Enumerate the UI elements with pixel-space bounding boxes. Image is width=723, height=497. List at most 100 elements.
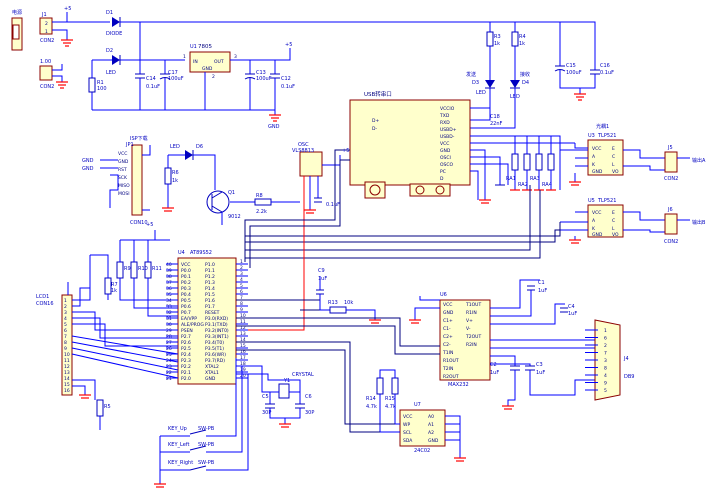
mcu-pin-number: 3 [240,271,243,277]
svg-text:100uF: 100uF [168,76,184,82]
svg-text:1: 1 [183,54,186,60]
svg-text:R14: R14 [366,396,376,402]
mcu-pin-number: 2 [240,265,243,271]
svg-text:D3: D3 [472,80,479,86]
max232-pin-label: V+ [466,318,473,324]
lcd-pin-number: 16 [64,388,70,394]
mcu-pin-label: P0.6 [181,304,191,310]
svg-text:100uF: 100uF [256,76,272,82]
mcu-pin-number: 36 [166,286,172,292]
key-right-switch: KEY_Right SW-PB [168,460,215,471]
mcu-pin-label: P3.6(WR) [205,352,226,358]
eeprom-pin-label: GND [428,438,439,444]
mcu-pin-label: RESET [205,310,220,316]
svg-text:C12: C12 [281,76,291,82]
svg-text:3: 3 [234,54,237,60]
mcu-pin-label: P2.3 [181,358,191,364]
mcu-pin-number: 30 [166,322,172,328]
key-up-switch: KEY_Up SW-PB [168,426,215,435]
mcu-pin-label: P0.7 [181,310,191,316]
svg-text:RA3: RA3 [530,176,540,182]
svg-text:L: L [612,162,615,168]
svg-text:SW-PB: SW-PB [198,442,215,448]
mcu-pin-label: P2.0 [181,376,191,382]
mcu-pin-label: P1.2 [205,274,215,280]
mcu-pin-label: P2.7 [181,334,191,340]
mcu-pin-number: 20 [240,373,246,379]
svg-text:OUT: OUT [214,59,224,65]
mcu-pin-label: P1.7 [205,304,215,310]
mcu-pin-number: 12 [240,325,246,331]
crystal-y1: CRYSTAL Y1 [278,372,314,399]
svg-text:RA2: RA2 [518,182,528,188]
svg-text:GND: GND [592,232,603,238]
lcd-pin-number: 4 [64,316,67,322]
svg-text:U5: U5 [588,198,595,204]
mcu-pin-number: 27 [166,340,172,346]
output-connector-j6: J6 输出B CON2 [664,207,706,245]
svg-text:U1: U1 [190,44,197,50]
led-d6: LED D6 [170,144,203,160]
max232-pin-label: R2IN [466,342,477,348]
mcu-pin-label: P1.6 [205,298,215,304]
svg-text:VCC: VCC [592,146,601,152]
svg-text:SW-PB: SW-PB [198,426,215,432]
lcd-pin-number: 8 [64,340,67,346]
max232-pin-label: GND [443,310,454,316]
svg-text:4.7k: 4.7k [366,404,377,410]
svg-text:R8: R8 [256,193,263,199]
lcd-pin-number: 11 [64,358,70,364]
eeprom-pin-label: VCC [403,414,412,420]
svg-text:C15: C15 [566,63,576,69]
svg-text:1k: 1k [172,178,178,184]
svg-text:IN: IN [193,59,198,65]
rs232-connector-j4: J4 DB9 [594,319,634,401]
svg-text:+5: +5 [146,222,153,228]
svg-text:USBD-: USBD- [440,134,455,140]
svg-text:GND: GND [82,158,94,164]
mcu-pin-label: P3.4(T0) [205,340,224,346]
mcu-pin-label: PSEN [181,328,193,334]
svg-text:22nF: 22nF [490,121,503,127]
svg-text:R11: R11 [152,266,162,272]
svg-text:C3: C3 [536,362,543,368]
mcu-pin-number: 13 [240,331,246,337]
lcd-pin-number: 14 [64,376,70,382]
mcu-pin-number: 21 [166,376,172,382]
mcu-pin-number: 11 [240,319,246,325]
svg-text:SCK: SCK [118,175,128,181]
mcu-pin-label: P3.7(RD) [205,358,225,364]
svg-text:R13: R13 [328,300,338,306]
svg-text:Q1: Q1 [228,190,235,196]
svg-text:E: E [612,210,615,216]
mcu-pin-number: 4 [240,277,243,283]
output-connector-j5: J5 输出A CON2 [664,145,706,182]
svg-text:VLS8813: VLS8813 [292,148,314,154]
mcu-pin-number: 1 [240,259,243,265]
svg-text:0.1uF: 0.1uF [600,70,614,76]
lcd-pin-number: 2 [64,304,67,310]
svg-text:LED: LED [106,70,116,76]
svg-text:ISP下载: ISP下载 [130,135,148,142]
db9-pin-number: 5 [604,388,607,394]
lcd-pin-number: 3 [64,310,67,316]
mcu-pin-label: P1.1 [205,268,215,274]
svg-text:9012: 9012 [228,214,241,220]
svg-text:OSCO: OSCO [440,162,454,168]
svg-text:J6: J6 [667,207,673,213]
mcu-pin-label: P3.1(TXD) [205,322,228,328]
svg-text:MISO: MISO [118,183,130,189]
mcu-pin-number: 29 [166,328,172,334]
svg-text:CON10: CON10 [130,220,148,226]
svg-text:1uF: 1uF [490,370,499,376]
svg-text:USB转串口: USB转串口 [364,90,392,98]
mcu-pin-number: 15 [240,343,246,349]
mcu-pin-label: P3.3(INT1) [205,334,229,340]
svg-text:R9: R9 [124,266,131,272]
max232-pin-label: R1IN [466,310,477,316]
svg-text:30P: 30P [305,410,314,416]
mcu-pin-label: P0.3 [181,286,191,292]
svg-text:A: A [592,154,596,160]
